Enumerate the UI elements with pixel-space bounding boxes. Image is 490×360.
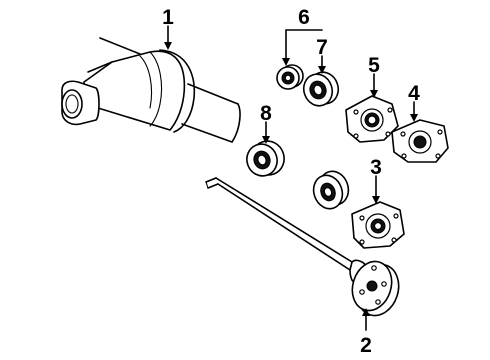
leader-lines xyxy=(164,25,418,331)
callout-6: 6 xyxy=(298,6,310,29)
callout-7: 7 xyxy=(316,36,328,59)
inner-bearing xyxy=(312,170,350,210)
callout-4: 4 xyxy=(408,82,420,105)
oil-seal xyxy=(246,140,285,177)
wheel-bearing xyxy=(302,71,340,107)
small-seal xyxy=(276,64,304,90)
callout-1: 1 xyxy=(162,6,174,29)
callout-5: 5 xyxy=(368,54,380,77)
callout-3: 3 xyxy=(370,156,382,179)
retainer-plate-upper xyxy=(345,95,399,143)
axle-shaft xyxy=(205,177,400,317)
callout-labels: 1 2 3 4 5 6 7 8 xyxy=(162,6,420,357)
retainer-plate-lower xyxy=(351,201,405,249)
gasket-plate xyxy=(391,119,449,163)
axle-housing xyxy=(61,37,241,143)
callout-8: 8 xyxy=(260,102,272,125)
callout-2: 2 xyxy=(360,334,372,357)
